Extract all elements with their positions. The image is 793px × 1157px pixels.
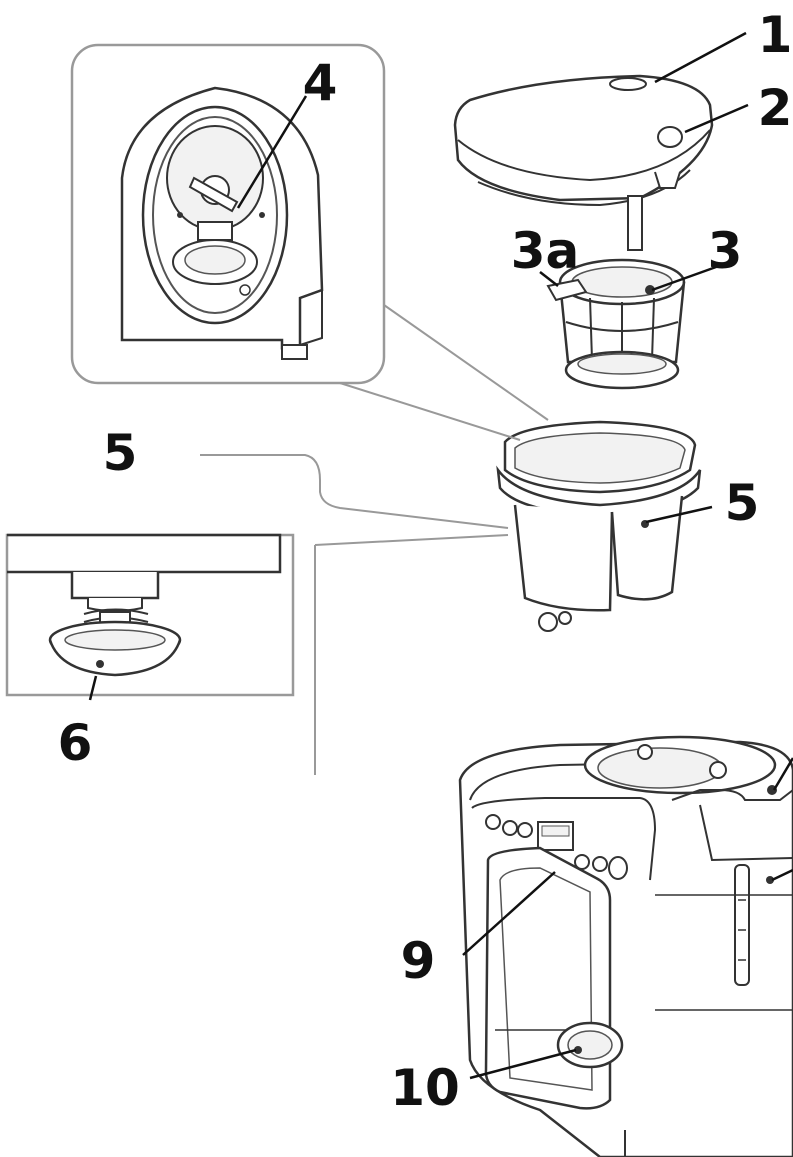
label-3a: 3a [511,222,580,280]
base-unit [458,735,793,1157]
label-2: 2 [758,79,793,137]
label-5-right: 5 [725,474,760,532]
pointer-lines [88,31,793,1080]
leader-lines [200,304,549,775]
label-1: 1 [758,6,793,64]
tank-part [496,420,702,632]
label-10: 10 [390,1059,460,1117]
label-6: 6 [58,714,93,772]
detail-frame-bottom [5,533,295,697]
detail-frame-top [70,43,386,385]
lid-part [453,74,714,251]
basket-part [546,258,686,390]
label-4: 4 [303,54,338,112]
label-9: 9 [401,932,436,990]
label-5-left: 5 [103,424,138,482]
label-3: 3 [708,222,743,280]
